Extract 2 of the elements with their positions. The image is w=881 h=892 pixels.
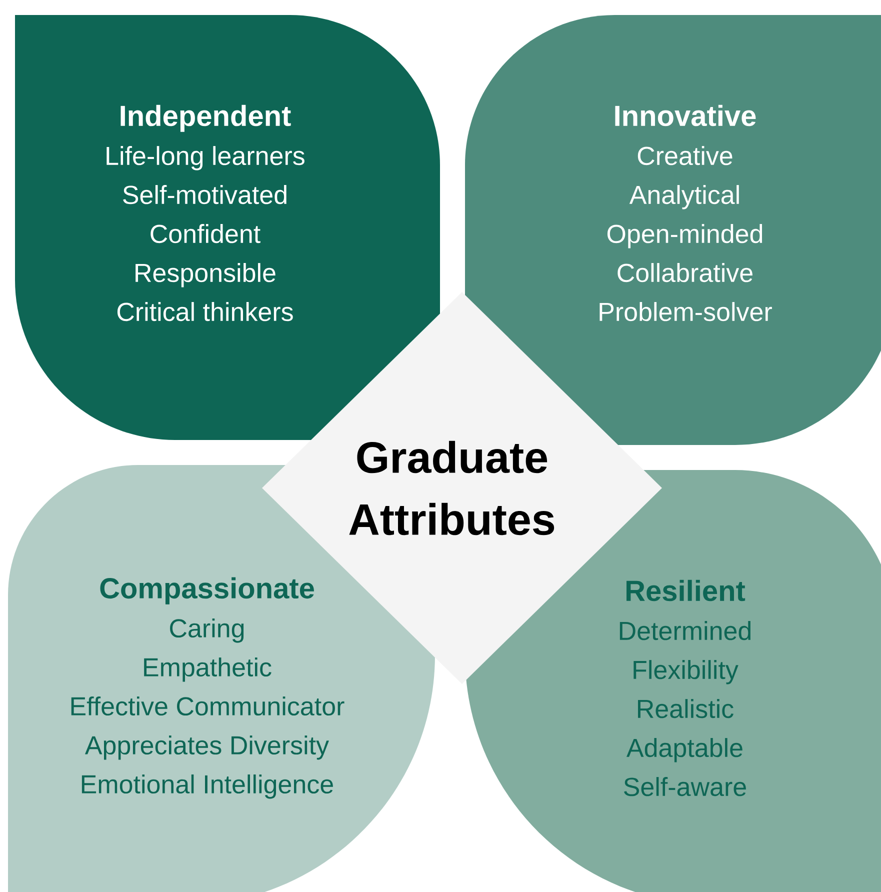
leaf-panel: Innovative Creative Analytical Open-minded Collabrative Problem-solver: [465, 15, 881, 445]
leaf-panel: Independent Life-long learners Self-motivated Confident Responsible Critical thinkers: [15, 15, 440, 440]
